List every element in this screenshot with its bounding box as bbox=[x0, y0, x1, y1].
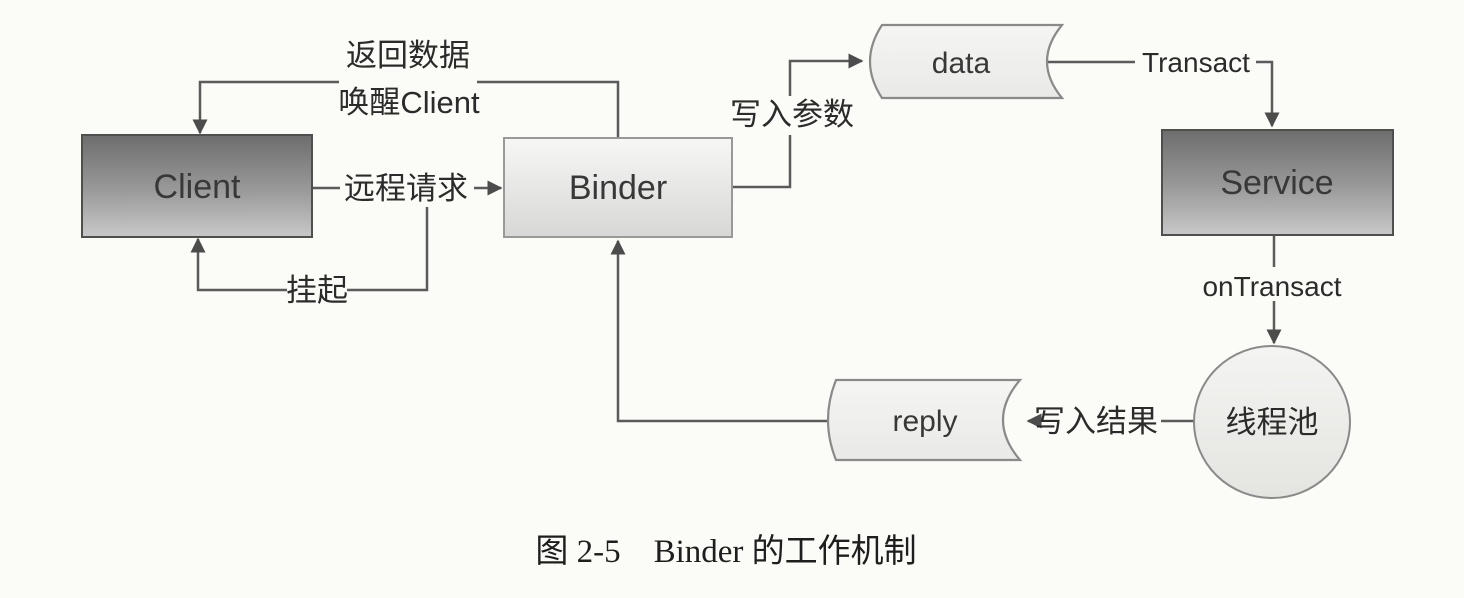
edge-suspend-segment-right bbox=[347, 207, 429, 292]
write-params-label: 写入参数 bbox=[730, 97, 854, 132]
return-data-label-line2: 唤醒Client bbox=[338, 85, 480, 120]
data-parcel-label: data bbox=[932, 47, 991, 80]
client-node-label: Client bbox=[154, 168, 241, 206]
reply-parcel-label: reply bbox=[892, 405, 957, 438]
edge-suspend-arrow-into-client bbox=[190, 237, 287, 292]
reply-parcel-shape bbox=[826, 378, 1023, 462]
edge-return-data-segment-right bbox=[477, 80, 620, 138]
ontransact-label: onTransact bbox=[1202, 271, 1341, 302]
service-node-label: Service bbox=[1220, 164, 1333, 202]
binder-node-box bbox=[503, 137, 733, 238]
thread-pool-circle bbox=[1193, 345, 1351, 499]
service-node-box bbox=[1161, 129, 1394, 236]
data-parcel-shape bbox=[868, 23, 1065, 100]
edge-return-data-arrow-into-client bbox=[192, 80, 339, 135]
thread-pool-label: 线程池 bbox=[1226, 405, 1319, 440]
figure-caption: 图 2-5 Binder 的工作机制 bbox=[535, 533, 916, 570]
return-data-label-line1: 返回数据 bbox=[346, 38, 470, 73]
transact-label: Transact bbox=[1142, 47, 1250, 78]
write-result-label: 写入结果 bbox=[1034, 404, 1158, 439]
suspend-label: 挂起 bbox=[286, 273, 348, 308]
edge-reply-arrow-into-binder bbox=[610, 239, 832, 423]
edge-transact-arrow-into-service bbox=[1256, 60, 1280, 128]
edge-write-params-arrow-into-data bbox=[788, 53, 864, 96]
client-node-box bbox=[81, 134, 313, 238]
edge-write-params-segment-bottom bbox=[732, 135, 792, 189]
remote-request-label: 远程请求 bbox=[344, 171, 468, 206]
binder-node-label: Binder bbox=[569, 169, 667, 207]
